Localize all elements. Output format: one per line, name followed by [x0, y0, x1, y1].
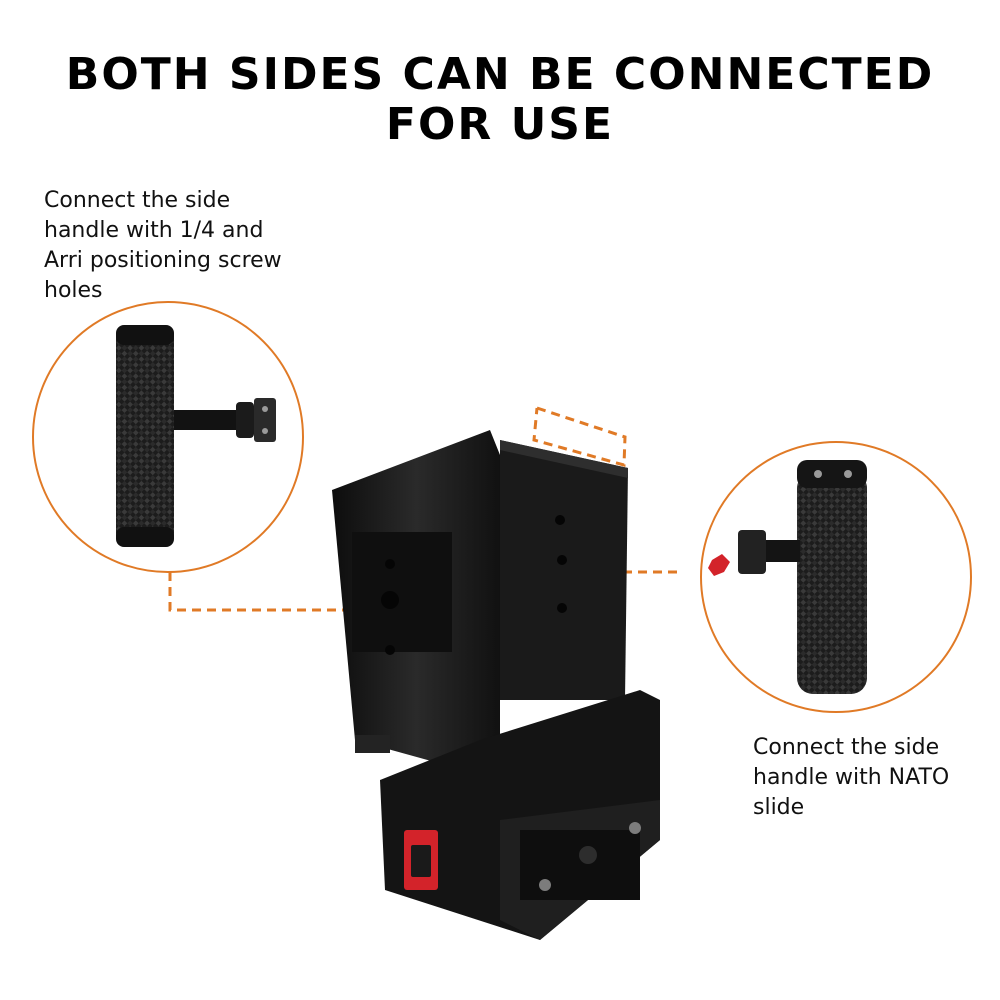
callout-left-line: Arri positioning screw — [44, 248, 282, 273]
callout-left-line: Connect the side — [44, 188, 231, 213]
cage-body — [332, 430, 660, 940]
headline-line-1: BOTH SIDES CAN BE CONNECTED — [65, 49, 935, 100]
callout-right-text: Connect the side handle with NATO slide — [753, 733, 949, 823]
callout-right-line: Connect the side — [753, 735, 940, 760]
red-knob-icon — [708, 554, 730, 576]
side-handle-left — [116, 325, 276, 547]
headline: BOTH SIDES CAN BE CONNECTED FOR USE — [0, 50, 1000, 150]
callout-left-line: handle with 1/4 and — [44, 218, 264, 243]
callout-left-line: holes — [44, 278, 103, 303]
side-handle-right — [708, 460, 867, 694]
callout-left-text: Connect the side handle with 1/4 and Arr… — [44, 186, 282, 306]
callout-right-line: slide — [753, 795, 805, 820]
callout-right-line: handle with NATO — [753, 765, 950, 790]
headline-line-2: FOR USE — [385, 99, 615, 150]
